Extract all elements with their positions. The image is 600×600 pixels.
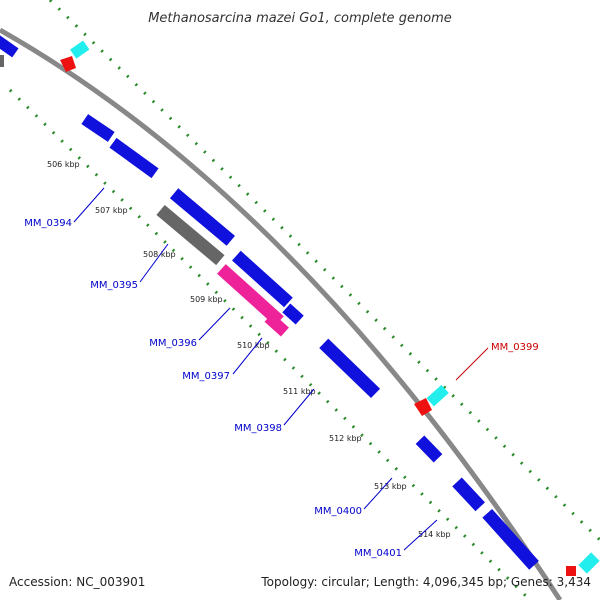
gene-arrow[interactable]: [264, 312, 289, 337]
gene-arrow[interactable]: [169, 188, 235, 246]
gene-label[interactable]: MM_0400: [314, 506, 362, 517]
gene-leader-lines: [73, 187, 489, 551]
gene-arrow[interactable]: [482, 508, 539, 570]
gc-track-outer: [48, 0, 600, 542]
gene-labels: MM_0394 MM_0395 MM_0396 MM_0397 MM_0398 …: [24, 218, 538, 559]
gene-arrow[interactable]: [156, 204, 225, 266]
kbp-tick-label: 507 kbp: [95, 206, 128, 215]
gene-arrow[interactable]: [452, 477, 485, 512]
leader-line: [403, 519, 438, 551]
gene-arrow[interactable]: [0, 33, 19, 58]
leader-line: [139, 243, 169, 283]
gene-arrow[interactable]: [282, 303, 304, 325]
kbp-tick-label: 513 kbp: [374, 482, 407, 491]
gene-arrow[interactable]: [0, 55, 4, 67]
leader-line: [283, 388, 315, 426]
kbp-tick-label: 509 kbp: [190, 295, 223, 304]
kbp-tick-label: 514 kbp: [418, 530, 451, 539]
gene-arrow[interactable]: [319, 338, 381, 399]
gene-label[interactable]: MM_0397: [182, 371, 230, 382]
gene-arrow[interactable]: [578, 552, 600, 574]
gene-arrow[interactable]: [70, 40, 90, 59]
kbp-ticks: 506 kbp 507 kbp 508 kbp 509 kbp 510 kbp …: [47, 160, 451, 539]
gene-arrow[interactable]: [415, 435, 443, 463]
gene-label[interactable]: MM_0395: [90, 280, 138, 291]
gene-arrow[interactable]: [60, 56, 76, 72]
gene-arrow[interactable]: [566, 566, 576, 576]
gene-arrow[interactable]: [232, 250, 293, 308]
leader-line: [232, 337, 263, 375]
kbp-tick-label: 511 kbp: [283, 387, 316, 396]
gene-label[interactable]: MM_0394: [24, 218, 72, 229]
map-title: Methanosarcina mazei Go1, complete genom…: [148, 11, 452, 26]
genome-backbone: [0, 27, 563, 600]
accession-text: Accession: NC_003901: [9, 575, 145, 589]
forward-features: [0, 33, 600, 576]
genome-summary-text: Topology: circular; Length: 4,096,345 bp…: [260, 575, 591, 589]
gc-track-inner: [8, 88, 532, 600]
gene-label[interactable]: MM_0401: [354, 548, 402, 559]
gene-label[interactable]: MM_0399: [491, 342, 539, 353]
kbp-tick-label: 512 kbp: [329, 434, 362, 443]
kbp-tick-label: 508 kbp: [143, 250, 176, 259]
gene-arrow[interactable]: [217, 264, 284, 326]
kbp-tick-label: 510 kbp: [237, 341, 270, 350]
leader-line: [198, 307, 231, 341]
gene-arrow[interactable]: [414, 398, 432, 416]
kbp-tick-label: 506 kbp: [47, 160, 80, 169]
gene-arrow[interactable]: [81, 114, 115, 142]
gene-label[interactable]: MM_0396: [149, 338, 197, 349]
gene-label[interactable]: MM_0398: [234, 423, 282, 434]
leader-line: [363, 477, 393, 510]
leader-line: [455, 347, 489, 381]
gene-arrow[interactable]: [426, 384, 449, 407]
gene-arrow[interactable]: [109, 137, 159, 179]
leader-line: [73, 187, 105, 223]
